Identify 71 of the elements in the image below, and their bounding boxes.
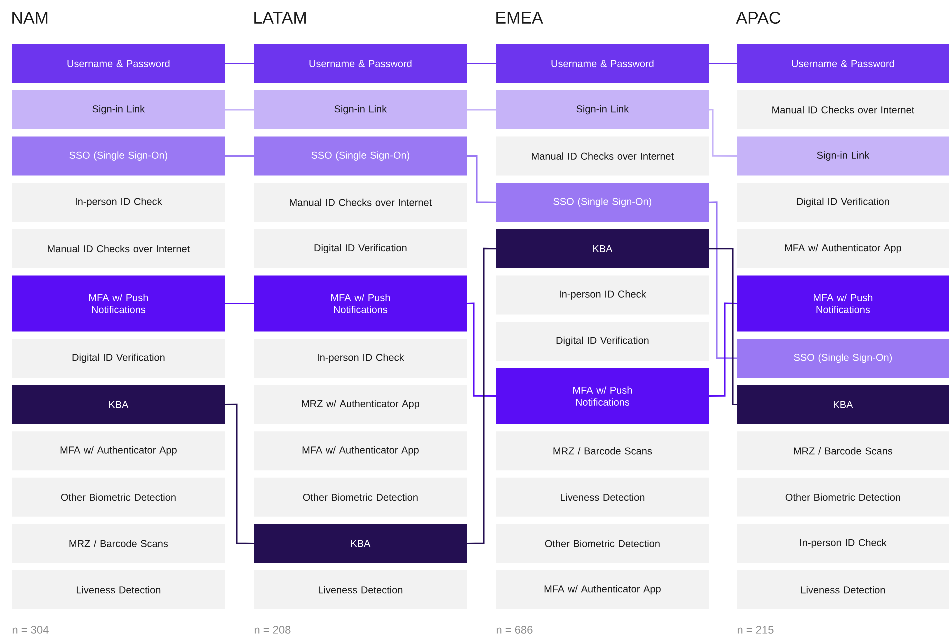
method-box: In-person ID Check bbox=[737, 524, 949, 564]
method-box: Sign-in Link bbox=[737, 136, 949, 176]
sample-size-label: n = 215 bbox=[738, 626, 774, 634]
connector-line bbox=[709, 109, 738, 158]
method-box: In-person ID Check bbox=[12, 183, 226, 222]
method-box: MRZ / Barcode Scans bbox=[737, 432, 949, 471]
method-box: MFA w/ Authenticator App bbox=[496, 570, 710, 610]
method-box: Manual ID Checks over Internet bbox=[496, 136, 710, 176]
column-heading: LATAM bbox=[254, 12, 306, 24]
method-box: Sign-in Link bbox=[12, 90, 226, 130]
method-box: KBA bbox=[254, 524, 468, 564]
method-box: SSO (Single Sign-On) bbox=[496, 183, 710, 222]
connector-line bbox=[709, 202, 738, 360]
method-box: KBA bbox=[496, 229, 710, 268]
method-box: KBA bbox=[737, 385, 949, 424]
method-box: MFA w/ Authenticator App bbox=[12, 432, 226, 471]
method-box: Digital ID Verification bbox=[254, 229, 468, 268]
method-box: MRZ w/ Authenticator App bbox=[254, 385, 468, 424]
method-box: Other Biometric Detection bbox=[737, 478, 949, 517]
method-box: MFA w/ Push Notifications bbox=[737, 276, 949, 332]
method-box: MFA w/ Push Notifications bbox=[496, 368, 710, 424]
method-box: Username & Password bbox=[496, 44, 710, 84]
method-box: Liveness Detection bbox=[12, 570, 226, 610]
connector-line bbox=[467, 155, 496, 204]
connector-line bbox=[709, 302, 738, 398]
connector-line bbox=[225, 302, 254, 304]
connector-line bbox=[225, 404, 254, 544]
method-box: Username & Password bbox=[254, 44, 468, 84]
method-box: KBA bbox=[12, 385, 226, 424]
connector-line bbox=[467, 109, 496, 111]
column-heading: APAC bbox=[736, 12, 781, 24]
method-box: SSO (Single Sign-On) bbox=[737, 339, 949, 378]
method-box: Username & Password bbox=[12, 44, 226, 84]
method-box: Username & Password bbox=[737, 44, 949, 84]
method-box: Sign-in Link bbox=[496, 90, 710, 130]
connector-line bbox=[709, 62, 738, 64]
method-box: Other Biometric Detection bbox=[254, 478, 468, 517]
method-box: Manual ID Checks over Internet bbox=[737, 90, 949, 130]
method-box: SSO (Single Sign-On) bbox=[254, 136, 468, 176]
method-box: In-person ID Check bbox=[254, 339, 468, 378]
method-box: Other Biometric Detection bbox=[12, 478, 226, 517]
method-box: Liveness Detection bbox=[254, 570, 468, 610]
method-box: Manual ID Checks over Internet bbox=[12, 229, 226, 268]
method-box: SSO (Single Sign-On) bbox=[12, 136, 226, 176]
method-box: MFA w/ Authenticator App bbox=[737, 229, 949, 268]
connector-line bbox=[709, 248, 738, 406]
sample-size-label: n = 686 bbox=[496, 626, 533, 634]
column-heading: EMEA bbox=[496, 12, 544, 24]
connector-line bbox=[225, 156, 254, 158]
method-box: MFA w/ Authenticator App bbox=[254, 432, 468, 471]
method-box: MFA w/ Push Notifications bbox=[254, 276, 468, 332]
connector-line bbox=[467, 62, 496, 64]
connector-line bbox=[225, 62, 254, 64]
method-box: Manual ID Checks over Internet bbox=[254, 183, 468, 222]
connector-line bbox=[467, 302, 496, 398]
connector-line bbox=[225, 109, 254, 111]
connector-line bbox=[467, 248, 496, 544]
method-box: Other Biometric Detection bbox=[496, 524, 710, 564]
sample-size-label: n = 304 bbox=[12, 626, 49, 634]
column-heading: NAM bbox=[12, 12, 48, 24]
method-box: MRZ / Barcode Scans bbox=[496, 432, 710, 471]
sample-size-label: n = 208 bbox=[254, 626, 291, 634]
method-box: Liveness Detection bbox=[737, 570, 949, 610]
method-box: MRZ / Barcode Scans bbox=[12, 524, 226, 564]
method-box: Digital ID Verification bbox=[12, 339, 226, 378]
method-box: Liveness Detection bbox=[496, 478, 710, 517]
method-box: In-person ID Check bbox=[496, 276, 710, 315]
method-box: Digital ID Verification bbox=[737, 183, 949, 222]
method-box: Digital ID Verification bbox=[496, 322, 710, 361]
method-box: MFA w/ Push Notifications bbox=[12, 276, 226, 332]
method-box: Sign-in Link bbox=[254, 90, 468, 130]
